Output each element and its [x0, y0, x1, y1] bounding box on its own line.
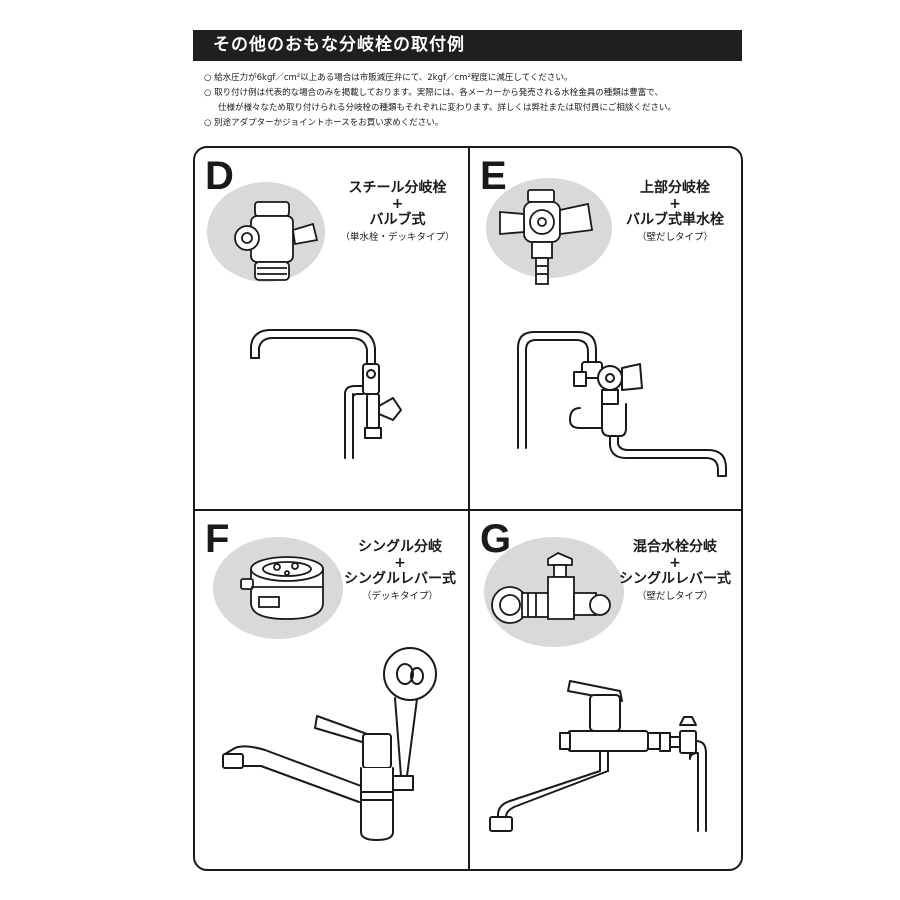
- panel-d: D スチール分岐栓 + バルブ式 （単水栓・デッキタイプ）: [195, 148, 468, 509]
- caption-sub: （デッキタイプ）: [361, 591, 438, 602]
- caption-sub: （壁だしタイプ）: [636, 232, 713, 243]
- note-item: ○ 取り付け例は代表的な場合のみを掲載しております。実際には、各メーカーから発売…: [204, 86, 749, 101]
- mixer-branch-valve-icon: [491, 551, 611, 624]
- top-branch-valve-icon: [499, 189, 594, 285]
- panel-f: F シングル分岐 + シングルレバー式 （デッキタイプ）: [195, 511, 468, 869]
- panel-letter: D: [205, 154, 234, 198]
- single-lever-wall-faucet-icon: [489, 680, 707, 832]
- steel-branch-valve-icon: [234, 201, 319, 281]
- note-text: ○ 給水圧力が6kgf／cm²以上ある場合は市販減圧弁にて、2kgf／cm²程度…: [204, 73, 573, 83]
- single-branch-ring-icon: [240, 556, 324, 620]
- vertical-divider: [468, 148, 470, 869]
- panel-g: G 混合水栓分岐 + シングルレバー式 （壁だしタイプ）: [470, 511, 741, 869]
- deck-faucet-with-valve-icon: [250, 329, 402, 459]
- caption-plus: +: [669, 555, 681, 571]
- note-item: ○ 別途アダプターかジョイントホースをお買い求めください。: [204, 116, 749, 131]
- panel-letter: E: [480, 154, 507, 198]
- panel-caption: 上部分岐栓 + バルブ式単水栓 （壁だしタイプ）: [610, 180, 740, 246]
- caption-plus: +: [669, 196, 681, 212]
- note-text: ○ 別途アダプターかジョイントホースをお買い求めください。: [204, 118, 444, 128]
- panel-caption: シングル分岐 + シングルレバー式 （デッキタイプ）: [335, 539, 465, 605]
- note-item: ○ 給水圧力が6kgf／cm²以上ある場合は市販減圧弁にて、2kgf／cm²程度…: [204, 71, 749, 86]
- panel-letter: F: [205, 517, 230, 561]
- note-item: 仕様が様々なため取り付けられる分岐栓の種類もそれぞれに変わります。詳しくは弊社ま…: [204, 101, 749, 116]
- caption-line2: バルブ式: [369, 212, 426, 228]
- horizontal-divider: [195, 509, 741, 511]
- caption-line1: スチール分岐栓: [348, 180, 447, 196]
- panel-e: E 上部分岐栓 + バルブ式単水栓 （壁だしタイプ）: [470, 148, 741, 509]
- examples-frame: D スチール分岐栓 + バルブ式 （単水栓・デッキタイプ）: [193, 146, 743, 871]
- caption-line1: シングル分岐: [358, 539, 442, 555]
- wall-faucet-with-top-branch-icon: [517, 331, 727, 477]
- caption-line1: 混合水栓分岐: [633, 539, 717, 555]
- caption-line2: シングルレバー式: [619, 571, 731, 587]
- caption-sub: （壁だしタイプ）: [636, 591, 713, 602]
- single-lever-deck-faucet-icon: [222, 647, 437, 841]
- caption-sub: （単水栓・デッキタイプ）: [340, 232, 455, 243]
- caption-plus: +: [394, 555, 406, 571]
- page-title: その他のおもな分岐栓の取付例: [193, 30, 742, 61]
- caption-line2: バルブ式単水栓: [626, 212, 724, 228]
- caption-plus: +: [391, 196, 404, 212]
- caption-line2: シングルレバー式: [344, 571, 456, 587]
- notes-list: ○ 給水圧力が6kgf／cm²以上ある場合は市販減圧弁にて、2kgf／cm²程度…: [204, 71, 749, 131]
- panel-caption: スチール分岐栓 + バルブ式 （単水栓・デッキタイプ）: [335, 180, 460, 246]
- note-text: ○ 取り付け例は代表的な場合のみを掲載しております。実際には、各メーカーから発売…: [204, 88, 663, 98]
- caption-line1: 上部分岐栓: [640, 180, 710, 196]
- note-text: 仕様が様々なため取り付けられる分岐栓の種類もそれぞれに変わります。詳しくは弊社ま…: [218, 103, 676, 113]
- panel-caption: 混合水栓分岐 + シングルレバー式 （壁だしタイプ）: [610, 539, 740, 605]
